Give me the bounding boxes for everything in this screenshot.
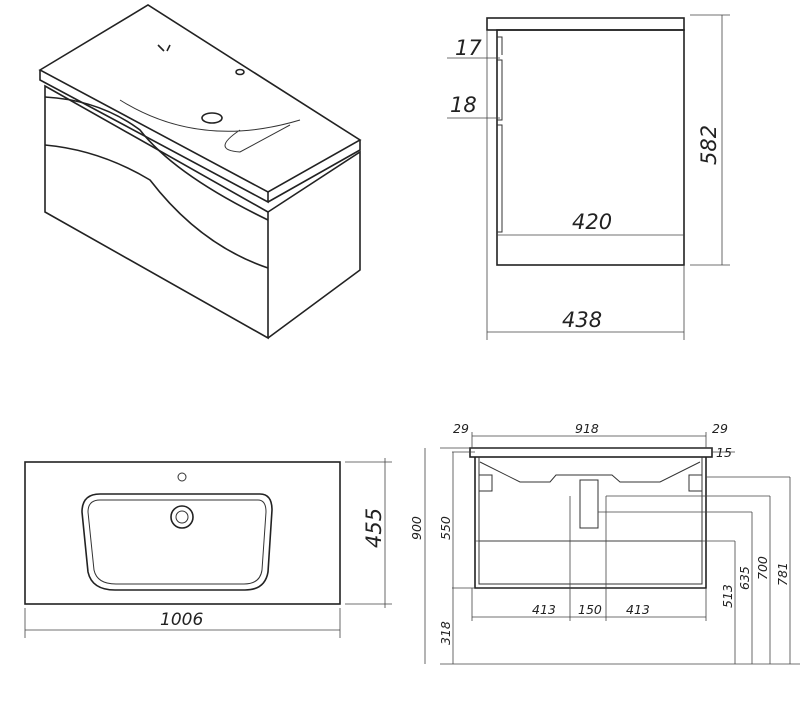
dim-29-left: 29: [453, 421, 469, 436]
isometric-view: [38, 4, 362, 340]
dim-513: 513: [720, 584, 735, 608]
dim-413-left: 413: [532, 602, 556, 617]
dim-900: 900: [409, 516, 424, 540]
dim-918: 918: [575, 421, 599, 436]
dim-420: 420: [572, 210, 612, 234]
dim-413-right: 413: [626, 602, 650, 617]
dim-29-right: 29: [712, 421, 728, 436]
dim-18: 18: [450, 93, 477, 117]
dim-635: 635: [737, 566, 752, 590]
dim-15: 15: [716, 445, 732, 460]
dim-550: 550: [438, 516, 453, 540]
dim-700: 700: [755, 556, 770, 580]
top-view: 455 1006: [24, 458, 392, 638]
dim-455: 455: [362, 508, 386, 548]
dim-150: 150: [578, 602, 602, 617]
front-view: 29 918 29 15 900 550 318 413 150 413 513…: [409, 421, 800, 665]
dim-17: 17: [455, 36, 482, 60]
side-view: 17 18 582 420 438: [447, 14, 730, 340]
dim-438: 438: [562, 308, 602, 332]
dim-1006: 1006: [160, 610, 203, 630]
dim-781: 781: [775, 562, 790, 586]
dim-318: 318: [438, 621, 453, 645]
dim-582: 582: [697, 125, 721, 165]
